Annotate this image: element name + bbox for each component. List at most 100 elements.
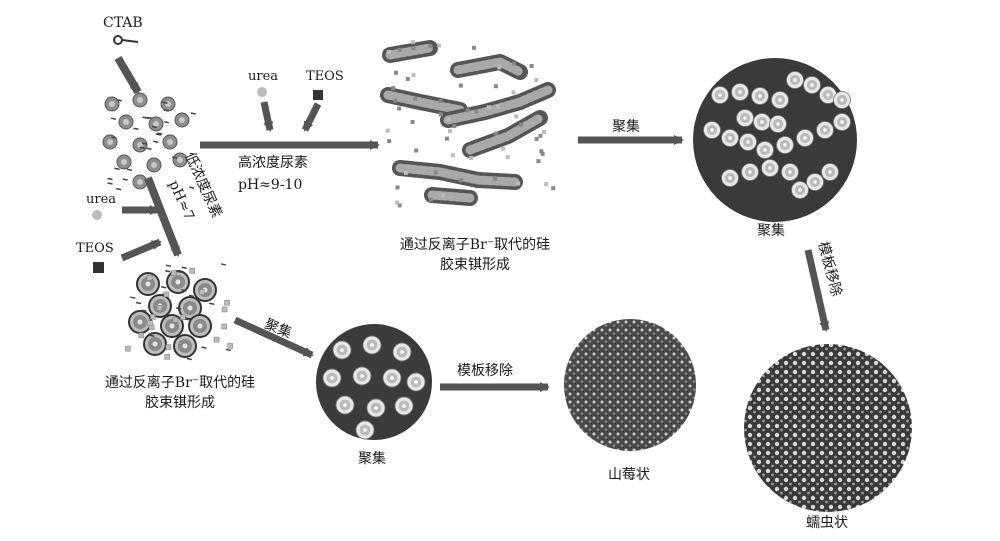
silica-particle xyxy=(444,136,449,141)
worm-micelle xyxy=(739,133,757,151)
micelle xyxy=(132,137,148,153)
sphere-micelle xyxy=(332,340,352,360)
silica-particle xyxy=(164,353,170,360)
worm-micelle xyxy=(756,141,774,159)
ctab-dash xyxy=(107,182,113,185)
silica-particle xyxy=(405,76,410,81)
micelle xyxy=(166,270,190,294)
ctab-dash xyxy=(209,302,215,305)
silica-particle xyxy=(387,139,392,144)
label-urea-left: urea xyxy=(86,192,117,207)
ctab-molecule xyxy=(113,35,139,45)
silica-particle xyxy=(534,136,539,141)
silica-particle xyxy=(511,90,516,95)
silica-particle xyxy=(539,149,544,154)
silica-particle xyxy=(540,151,545,156)
silica-particle xyxy=(438,112,443,117)
micelle xyxy=(116,154,132,170)
silica-particle xyxy=(512,61,517,66)
silica-particle xyxy=(493,84,498,89)
silica-particle xyxy=(386,49,391,54)
silica-particle xyxy=(458,178,463,183)
silica-particle xyxy=(496,104,501,109)
label-teos-top: TEOS xyxy=(306,69,344,84)
silica-particle xyxy=(393,98,398,103)
silica-particle xyxy=(497,65,502,70)
elongated-micelle-core xyxy=(465,113,545,155)
arrow-teos-left xyxy=(120,238,162,262)
micelle xyxy=(160,314,184,338)
worm-micelle xyxy=(731,83,749,101)
silica-particle xyxy=(551,186,556,191)
ctab-dash xyxy=(165,264,172,267)
silica-particle xyxy=(458,83,463,88)
arrow-teos-top xyxy=(301,102,322,132)
worm-micelle xyxy=(711,86,729,104)
label-agg-bottom: 聚集 xyxy=(358,451,386,467)
ctab-dash xyxy=(155,133,162,136)
sphere-micelle xyxy=(392,342,412,362)
silica-particle xyxy=(391,86,396,91)
worm-micelle xyxy=(833,91,851,109)
micelle xyxy=(132,92,148,108)
label-teos-left: TEOS xyxy=(76,241,114,256)
silica-particle xyxy=(410,40,415,45)
ctab-dash xyxy=(162,101,168,105)
arrow-aggregate-low xyxy=(233,316,314,359)
silica-particle xyxy=(437,43,442,48)
silica-particle xyxy=(172,317,179,323)
arrow-template-removal-right xyxy=(804,249,830,332)
silica-particle xyxy=(397,203,402,208)
spherical-micelles xyxy=(125,263,233,361)
silica-particle xyxy=(180,314,186,320)
ctab-dash xyxy=(116,99,122,102)
ctab-dash xyxy=(141,309,147,313)
silica-particle xyxy=(150,313,156,320)
worm-micelle xyxy=(761,159,779,177)
ctab-dash xyxy=(133,127,139,130)
ctab-micelle-cloud xyxy=(102,92,196,191)
ctab-dash xyxy=(151,125,158,129)
elongated-micelle-core xyxy=(383,90,465,115)
silica-particle xyxy=(413,96,418,101)
silica-particle xyxy=(433,170,438,175)
worm-micelle xyxy=(833,113,851,131)
worm-micelle xyxy=(821,163,839,181)
silica-particle xyxy=(472,45,477,50)
arrow-ctab xyxy=(114,55,142,95)
worm-micelle xyxy=(736,109,754,127)
ctab-dash xyxy=(161,286,167,289)
silica-particle xyxy=(397,47,402,52)
silica-particle xyxy=(486,105,491,110)
micelle xyxy=(160,96,176,112)
label-high-conc: 高浓度尿素 xyxy=(238,155,308,171)
silica-particle xyxy=(163,291,170,298)
worm-micelle xyxy=(791,181,809,199)
label-agg-arrow-top: 聚集 xyxy=(612,119,640,135)
ctab-dash xyxy=(111,136,117,139)
elongated-micelle-core xyxy=(385,43,435,60)
worm-micelle xyxy=(751,87,769,105)
micelle xyxy=(102,134,118,150)
worm-micelle xyxy=(806,173,824,191)
label-template-removal-bottom: 模板移除 xyxy=(457,363,513,379)
worm-micelle xyxy=(721,129,739,147)
ctab-dash xyxy=(139,146,145,150)
silica-particle xyxy=(414,148,419,153)
silica-particle xyxy=(411,46,416,51)
elongated-micelle-core xyxy=(427,190,475,203)
worm-micelle xyxy=(721,169,739,187)
teos-block-top xyxy=(313,90,323,100)
label-urea-top: urea xyxy=(248,69,279,84)
ctab-dash xyxy=(225,348,232,352)
ctab-dash xyxy=(141,142,148,145)
silica-particle xyxy=(505,155,510,160)
sphere-micelle xyxy=(335,395,355,415)
worm-micelle xyxy=(781,163,799,181)
ctab-dash xyxy=(157,132,163,135)
silica-particle xyxy=(189,268,195,274)
ctab-dash xyxy=(181,266,187,269)
sphere-micelle xyxy=(382,368,402,388)
silica-particle xyxy=(448,129,453,134)
wormlike-particle xyxy=(744,344,912,512)
